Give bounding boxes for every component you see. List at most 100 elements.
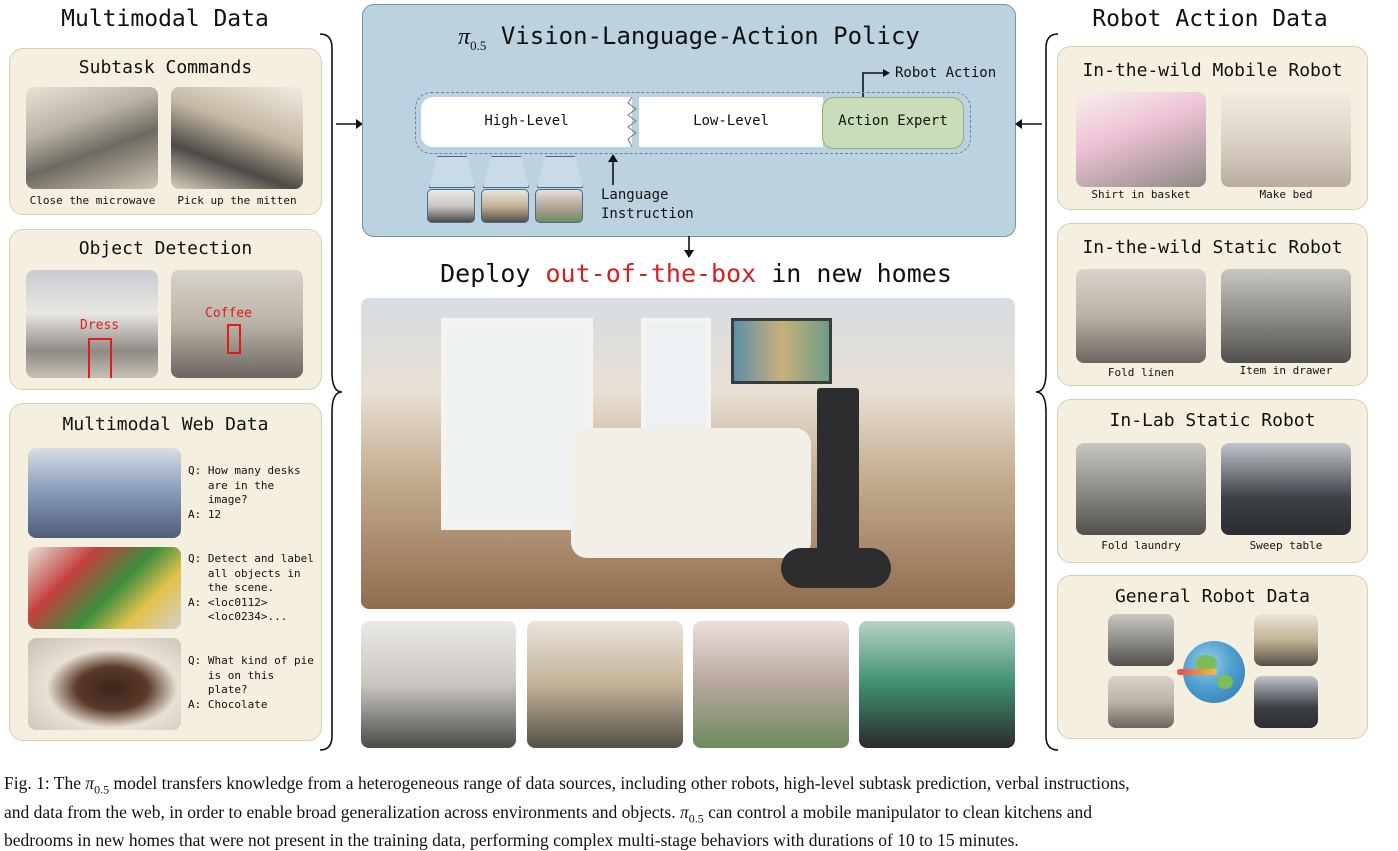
shirt-basket-image	[1076, 92, 1206, 187]
mobile-robot-base	[781, 548, 891, 588]
globe-land-2	[1217, 675, 1233, 689]
caption-pi-2: π	[679, 801, 689, 822]
mobile-robot	[817, 388, 859, 568]
lab-caption-2: Sweep table	[1249, 539, 1323, 552]
mitten-image	[171, 87, 303, 189]
static-robot-panel: In-the-wild Static Robot Fold linen Item…	[1057, 223, 1368, 386]
robot-action-label: Robot Action	[895, 65, 997, 81]
static-caption-1: Fold linen	[1107, 366, 1175, 379]
painting	[731, 318, 832, 384]
home-task-image-2	[527, 621, 683, 748]
low-level-label: Low-Level	[693, 113, 769, 129]
pie-image	[28, 638, 181, 730]
caption-line-2: and data from the web, in order to enabl…	[4, 801, 1394, 830]
subtask-caption-2: Pick up the mitten	[177, 194, 297, 207]
deploy-bedroom-image	[361, 298, 1015, 609]
policy-title: π0.5 Vision-Language-Action Policy	[363, 22, 1015, 54]
subtask-caption-1: Close the microwave	[29, 194, 156, 207]
multimodal-web-title: Multimodal Web Data	[62, 414, 269, 435]
home-task-image-1	[361, 621, 516, 748]
globe-land	[1195, 655, 1217, 671]
figure-caption: Fig. 1: The π0.5 model transfers knowled…	[4, 772, 1394, 851]
left-column-title: Multimodal Data	[61, 6, 269, 32]
high-level-segment: High-Level	[421, 97, 632, 147]
home-task-image-3	[693, 621, 849, 748]
deploy-highlight: out-of-the-box	[545, 259, 757, 288]
general-robot-image-1	[1108, 614, 1174, 666]
caption-line-1: Fig. 1: The π0.5 model transfers knowled…	[4, 772, 1394, 801]
make-bed-image	[1221, 92, 1351, 187]
right-brace	[1015, 33, 1059, 751]
coffee-detection-image: Coffee	[171, 270, 303, 378]
deploy-title: Deploy out-of-the-box in new homes	[362, 259, 1030, 288]
window-left	[441, 318, 593, 530]
image-token-2	[483, 156, 529, 188]
mobile-caption-2: Make bed	[1259, 188, 1313, 201]
bed-shape	[571, 428, 811, 558]
fold-linen-image	[1076, 269, 1206, 363]
high-level-label: High-Level	[484, 113, 569, 129]
web-qa-3: Q: What kind of pie is on this plate? A:…	[188, 654, 314, 711]
camera-view-1	[427, 189, 475, 223]
camera-view-3	[535, 189, 583, 223]
dress-label: Dress	[80, 318, 120, 333]
action-expert-segment: Action Expert	[822, 97, 964, 149]
static-robot-title: In-the-wild Static Robot	[1082, 237, 1343, 258]
language-arrow	[608, 154, 618, 185]
general-robot-image-4	[1254, 676, 1318, 728]
mobile-caption-1: Shirt in basket	[1091, 188, 1191, 201]
vla-policy-box: π0.5 Vision-Language-Action Policy Robot…	[362, 4, 1016, 237]
static-caption-2: Item in drawer	[1239, 364, 1333, 377]
pi-subscript: 0.5	[470, 37, 487, 53]
multimodal-web-panel: Multimodal Web Data Q: How many desks ar…	[9, 403, 322, 741]
general-robot-image-2	[1254, 614, 1318, 666]
window-right	[641, 318, 711, 448]
dress-detection-image: Dress	[26, 270, 158, 378]
classroom-image	[28, 448, 181, 538]
globe-icon	[1177, 641, 1245, 703]
caption-sub-2: 0.5	[688, 811, 704, 825]
general-robot-panel: General Robot Data	[1057, 575, 1368, 739]
caption-line1-start: Fig. 1: The	[4, 773, 86, 793]
lab-robot-title: In-Lab Static Robot	[1109, 410, 1316, 431]
camera-view-2	[481, 189, 529, 223]
action-expert-label: Action Expert	[838, 113, 948, 129]
sweep-table-image	[1221, 443, 1351, 535]
caption-sub-1: 0.5	[94, 782, 110, 797]
object-detection-panel: Object Detection Dress Coffee	[9, 229, 322, 390]
coffee-bounding-box	[227, 324, 241, 354]
policy-title-text: Vision-Language-Action Policy	[500, 22, 920, 50]
image-token-1	[429, 156, 475, 188]
web-qa-1: Q: How many desks are in the image? A: 1…	[188, 464, 301, 521]
mobile-robot-panel: In-the-wild Mobile Robot Shirt in basket…	[1057, 46, 1368, 210]
left-brace	[319, 33, 363, 751]
subtask-commands-panel: Subtask Commands Close the microwave Pic…	[9, 48, 322, 215]
dress-bounding-box	[88, 338, 112, 378]
globe-band	[1177, 669, 1217, 675]
caption-pi-1: π	[85, 773, 95, 793]
deploy-arrow	[684, 236, 694, 258]
mobile-robot-title: In-the-wild Mobile Robot	[1082, 60, 1343, 81]
image-token-3	[537, 156, 583, 188]
fold-laundry-image	[1076, 443, 1206, 535]
caption-line-3: bedrooms in new homes that were not pres…	[4, 830, 1019, 850]
caption-line2-start: and data from the web, in order to enabl…	[4, 801, 680, 822]
object-detection-title: Object Detection	[78, 238, 253, 259]
microwave-image	[26, 87, 158, 189]
model-dashed-box	[415, 92, 971, 154]
home-task-image-4	[859, 621, 1015, 748]
pi-symbol: π	[458, 24, 471, 50]
lab-robot-panel: In-Lab Static Robot Fold laundry Sweep t…	[1057, 399, 1368, 563]
caption-line2-end: can control a mobile manipulator to clea…	[703, 801, 1092, 822]
low-level-segment: Low-Level	[639, 97, 823, 147]
coffee-label: Coffee	[205, 306, 252, 321]
general-robot-image-3	[1108, 676, 1174, 728]
caption-line1-end: model transfers knowledge from a heterog…	[109, 773, 1130, 793]
deploy-suffix: in new homes	[756, 259, 952, 288]
subtask-commands-title: Subtask Commands	[78, 57, 253, 78]
right-column-title: Robot Action Data	[1092, 6, 1328, 32]
web-qa-2: Q: Detect and label all objects in the s…	[188, 552, 314, 623]
item-drawer-image	[1221, 269, 1351, 363]
general-robot-title: General Robot Data	[1114, 586, 1311, 607]
objects-image	[28, 547, 181, 629]
